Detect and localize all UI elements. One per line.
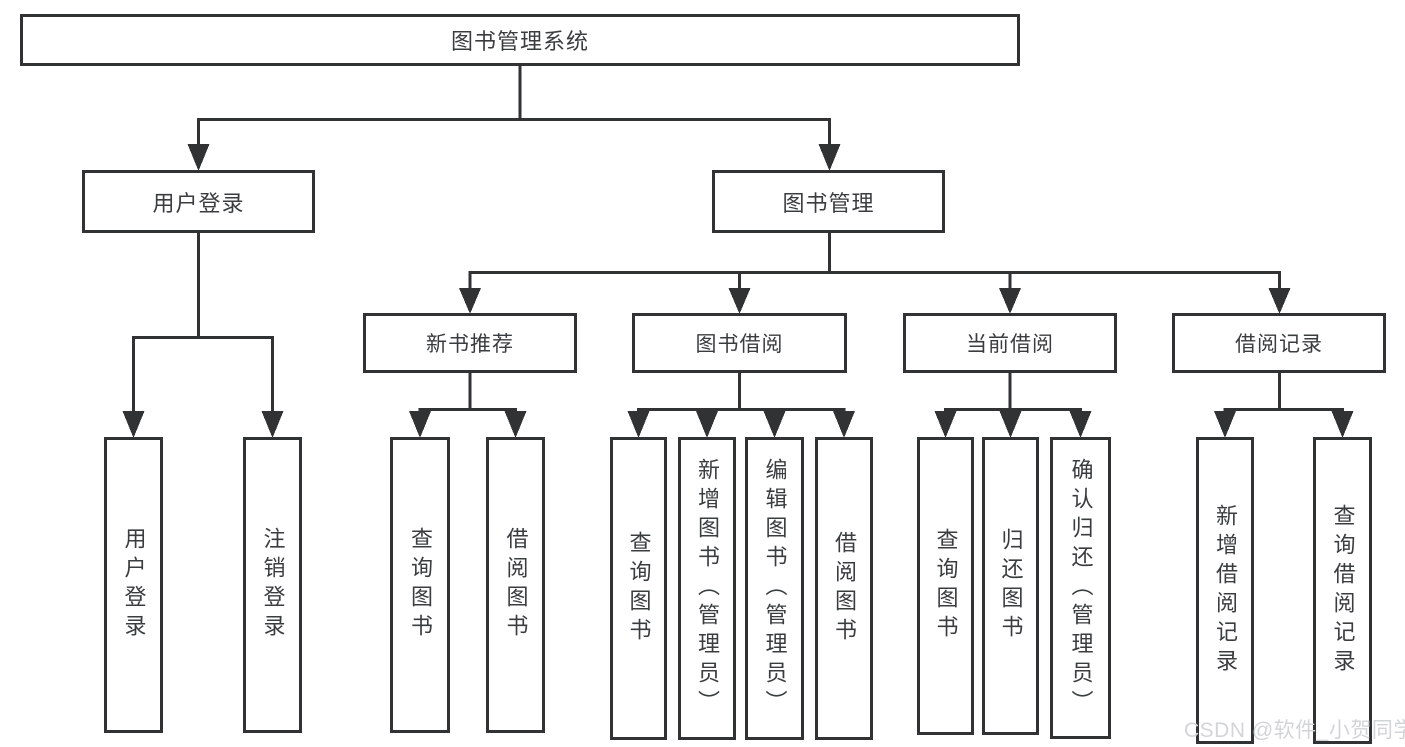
leaf-label: 注销登录 [260,527,286,643]
leaf-label: 借阅图书 [503,527,529,643]
leaf-label: 查询图书 [626,530,652,647]
leaf-current-query-books: 查询图书 [917,437,974,735]
leaf-newbook-borrow-books: 借阅图书 [486,437,545,733]
leaf-borrow-edit-books-admin: 编辑图书（管理员） [745,437,804,740]
leaf-records-add-borrow-record: 新增借阅记录 [1196,437,1254,744]
csdn-watermark: CSDN @软件_小贺同学 [1184,719,1405,742]
leaf-borrow-borrow-books: 借阅图书 [815,437,873,740]
leaf-label: 归还图书 [998,528,1024,644]
leaf-label: 确认归还（管理员） [1068,457,1094,719]
node-new-book-recommend: 新书推荐 [363,313,577,373]
leaf-label: 查询图书 [933,528,959,644]
leaf-current-confirm-return-admin: 确认归还（管理员） [1050,437,1111,739]
leaf-records-query-borrow-record: 查询借阅记录 [1313,437,1372,744]
node-book-management: 图书管理 [712,170,945,233]
leaf-current-return-books: 归还图书 [982,437,1039,735]
node-user-login: 用户登录 [82,170,315,233]
leaf-borrow-add-books-admin: 新增图书（管理员） [678,437,736,740]
leaf-label: 用户登录 [121,527,147,643]
leaf-logout: 注销登录 [243,437,302,733]
leaf-newbook-query-books: 查询图书 [390,437,450,733]
leaf-label: 查询图书 [408,527,433,643]
leaf-label: 新增图书（管理员） [695,458,720,719]
node-book-borrow: 图书借阅 [632,313,847,373]
node-borrow-records: 借阅记录 [1172,313,1386,373]
leaf-label: 编辑图书（管理员） [762,458,788,719]
leaf-label: 借阅图书 [832,530,857,647]
leaf-user-login: 用户登录 [104,437,163,733]
leaf-borrow-query-books: 查询图书 [610,437,667,740]
node-current-borrow: 当前借阅 [903,313,1117,373]
node-library-system: 图书管理系统 [20,14,1020,66]
leaf-label: 新增借阅记录 [1213,503,1238,678]
leaf-label: 查询借阅记录 [1330,503,1356,678]
